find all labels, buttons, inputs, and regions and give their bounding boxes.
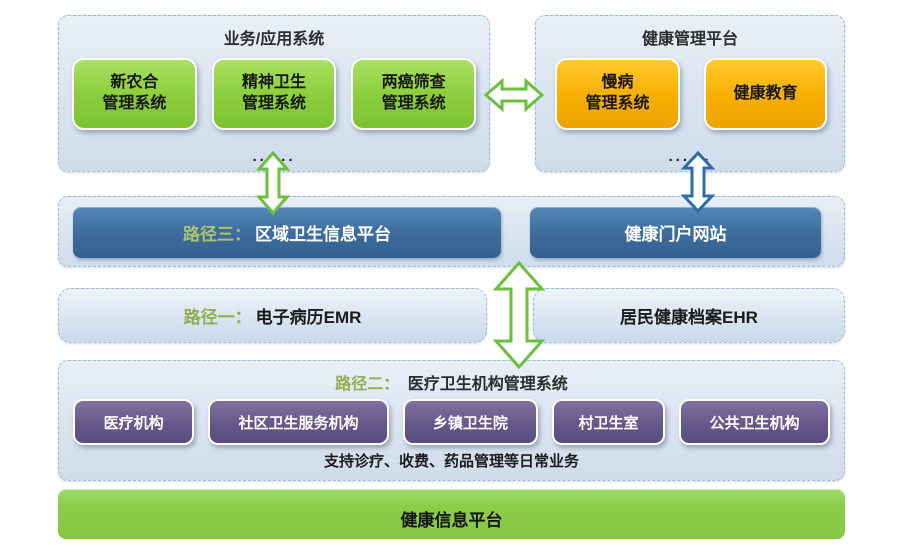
health-information-platform-bar: 健康信息平台 <box>58 489 845 539</box>
ehr-box: 居民健康档案EHR <box>533 288 845 343</box>
path2-title-text: 医疗卫生机构管理系统 <box>407 376 568 393</box>
emr-title: 电子病历EMR <box>255 308 362 327</box>
path2-label: 路径二： <box>335 376 400 393</box>
panel-platform-row: 路径三： 区域卫生信息平台 健康门户网站 <box>58 196 845 267</box>
org-box-public-health-institution: 公共卫生机构 <box>679 399 830 445</box>
horizontal-double-arrow-icon <box>483 76 545 114</box>
app-box-nrcms: 新农合 管理系统 <box>72 58 197 130</box>
panel-health-management: 健康管理平台 慢病 管理系统 健康教育 ...... <box>535 15 845 172</box>
org-box-medical-institution: 医疗机构 <box>73 399 195 445</box>
health-box-row: 慢病 管理系统 健康教育 <box>555 58 827 130</box>
app-box-nrcms-line2: 管理系统 <box>102 95 167 112</box>
health-portal-title: 健康门户网站 <box>624 225 727 244</box>
panel-path2: 路径二： 医疗卫生机构管理系统 医疗机构 社区卫生服务机构 乡镇卫生院 村卫生室… <box>58 360 845 481</box>
orgs-box-row: 医疗机构 社区卫生服务机构 乡镇卫生院 村卫生室 公共卫生机构 <box>73 399 830 445</box>
panel-health-management-title: 健康管理平台 <box>641 31 738 48</box>
org-box-community-health-service: 社区卫生服务机构 <box>208 399 389 445</box>
app-box-cancer-screening-line2: 管理系统 <box>381 95 446 112</box>
app-box-mental-health-line2: 管理系统 <box>242 95 307 112</box>
apps-box-row: 新农合 管理系统 精神卫生 管理系统 两癌筛查 管理系统 <box>72 58 477 130</box>
app-box-nrcms-line1: 新农合 <box>110 74 159 92</box>
app-box-cancer-screening-line1: 两癌筛查 <box>381 74 446 92</box>
emr-box: 路径一： 电子病历EMR <box>58 288 487 343</box>
app-box-mental-health-line1: 精神卫生 <box>242 74 307 92</box>
org-box-township-health-center: 乡镇卫生院 <box>402 399 538 445</box>
path3-title: 区域卫生信息平台 <box>255 225 391 244</box>
path1-label: 路径一： <box>183 308 252 327</box>
health-box-chronic-disease-line1: 慢病 <box>601 74 634 92</box>
health-box-education-line1: 健康教育 <box>733 84 798 102</box>
panel-path2-title: 路径二： 医疗卫生机构管理系统 <box>59 370 844 394</box>
health-box-chronic-disease-line2: 管理系统 <box>585 95 650 112</box>
path3-label: 路径三： <box>183 225 251 244</box>
org-box-village-clinic: 村卫生室 <box>551 399 666 445</box>
app-box-mental-health: 精神卫生 管理系统 <box>211 58 337 130</box>
app-box-cancer-screening: 两癌筛查 管理系统 <box>351 58 477 130</box>
panel-business-apps: 业务/应用系统 新农合 管理系统 精神卫生 管理系统 两癌筛查 管理系统 ...… <box>58 15 490 172</box>
panel-business-apps-title: 业务/应用系统 <box>223 31 325 48</box>
health-portal-bar: 健康门户网站 <box>530 207 821 258</box>
regional-health-platform-bar: 路径三： 区域卫生信息平台 <box>73 207 501 258</box>
health-information-platform-title: 健康信息平台 <box>400 510 503 530</box>
ehr-title: 居民健康档案EHR <box>620 308 758 327</box>
vertical-double-arrow-blue-icon <box>679 150 717 214</box>
health-box-chronic-disease: 慢病 管理系统 <box>555 58 680 130</box>
vertical-double-arrow-green-icon <box>254 150 292 216</box>
path2-note: 支持诊疗、收费、药品管理等日常业务 <box>323 453 579 470</box>
vertical-double-arrow-green-large-icon <box>492 260 546 370</box>
health-box-education: 健康教育 <box>704 58 827 130</box>
